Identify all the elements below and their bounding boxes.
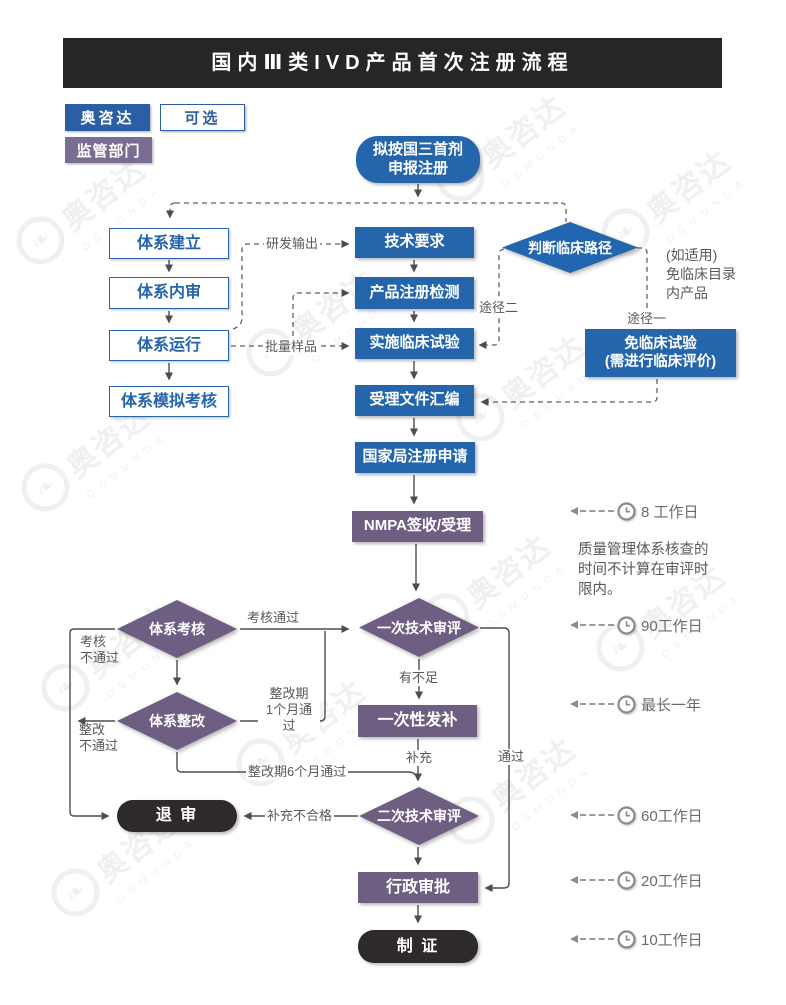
flow-node-sys-assess: 体系考核 bbox=[117, 600, 237, 658]
flow-node-nmpa-accept: NMPA签收/受理 bbox=[352, 511, 483, 542]
edge-label-assess-fail: 考核 不通过 bbox=[80, 634, 120, 665]
clock-icon bbox=[617, 929, 636, 949]
timeline-row-4: 60工作日 bbox=[570, 805, 703, 825]
legend-osmunda: 奥咨达 bbox=[65, 104, 150, 131]
edge-label-rectify-6m: 整改期6个月通过 bbox=[246, 764, 349, 780]
edge-label-supplement: 补充 bbox=[404, 750, 435, 766]
flow-node-admin: 行政审批 bbox=[358, 872, 478, 903]
edge-label-exempt-note: (如适用) 免临床目录 内产品 bbox=[666, 247, 736, 301]
arrow-left-icon bbox=[570, 876, 578, 884]
flow-node-review1: 一次技术审评 bbox=[359, 598, 479, 657]
flow-node-exempt: 免临床试验 (需进行临床评价) bbox=[585, 329, 736, 377]
arrow-left-icon bbox=[570, 811, 578, 819]
flow-node-nmpa-apply: 国家局注册申请 bbox=[355, 442, 475, 473]
arrow-left-icon bbox=[570, 700, 578, 708]
flow-node-sys-run: 体系运行 bbox=[109, 330, 229, 361]
arrow-left-icon bbox=[570, 621, 578, 629]
timeline-row-3: 最长一年 bbox=[570, 694, 701, 714]
flow-node-tech-req: 技术要求 bbox=[355, 227, 474, 258]
edge-label-rectify-1m: 整改期 1个月通过 bbox=[258, 686, 320, 734]
timeline-row-2: 90工作日 bbox=[570, 615, 703, 635]
clock-icon bbox=[617, 805, 636, 825]
flow-node-sys-mock: 体系模拟考核 bbox=[109, 386, 229, 417]
edge-label-rectify-fail: 整改 不通过 bbox=[79, 722, 119, 753]
flow-node-clinical-path: 判断临床路径 bbox=[502, 222, 638, 273]
edge-label-assess-pass: 考核通过 bbox=[245, 610, 302, 626]
flow-node-sys-rectify: 体系整改 bbox=[117, 692, 237, 750]
legend-optional: 可选 bbox=[160, 104, 245, 131]
clock-icon bbox=[617, 870, 636, 890]
arrow-left-icon bbox=[570, 507, 578, 515]
edge-label-supplement-fail: 补充不合格 bbox=[265, 808, 335, 824]
flow-node-certificate: 制 证 bbox=[358, 930, 478, 963]
clock-icon bbox=[617, 501, 636, 521]
edge-label-rd-output: 研发输出 bbox=[264, 236, 321, 252]
flow-node-start: 拟按国三首剂 申报注册 bbox=[356, 136, 480, 183]
legend-regulator: 监管部门 bbox=[65, 137, 152, 163]
flow-node-dossier: 受理文件汇编 bbox=[355, 385, 474, 416]
review-time-note: 质量管理体系核查的时间不计算在审评时限内。 bbox=[578, 542, 709, 598]
flow-node-clinical-trial: 实施临床试验 bbox=[355, 328, 474, 359]
flow-node-sys-audit: 体系内审 bbox=[109, 277, 229, 309]
edge-label-path2: 途径二 bbox=[477, 300, 521, 316]
flow-node-sys-build: 体系建立 bbox=[109, 228, 229, 259]
arrow-left-icon bbox=[570, 935, 578, 943]
flow-node-review2: 二次技术审评 bbox=[359, 787, 479, 845]
timeline-row-6: 10工作日 bbox=[570, 929, 703, 949]
flow-node-reg-test: 产品注册检测 bbox=[355, 277, 474, 309]
edge-label-path1: 途径一 bbox=[625, 311, 669, 327]
edge-label-deficiency: 有不足 bbox=[397, 670, 441, 686]
flow-node-reject: 退 审 bbox=[117, 800, 237, 832]
timeline-row-1: 8 工作日 bbox=[570, 501, 699, 521]
page-title: 国内Ⅲ类IVD产品首次注册流程 bbox=[63, 38, 722, 88]
edge-label-pass: 通过 bbox=[496, 749, 527, 765]
clock-icon bbox=[617, 615, 636, 635]
timeline-row-5: 20工作日 bbox=[570, 870, 703, 890]
edge-label-batch-sample: 批量样品 bbox=[263, 339, 320, 355]
flow-node-supplement: 一次性发补 bbox=[358, 705, 477, 737]
clock-icon bbox=[617, 694, 636, 714]
